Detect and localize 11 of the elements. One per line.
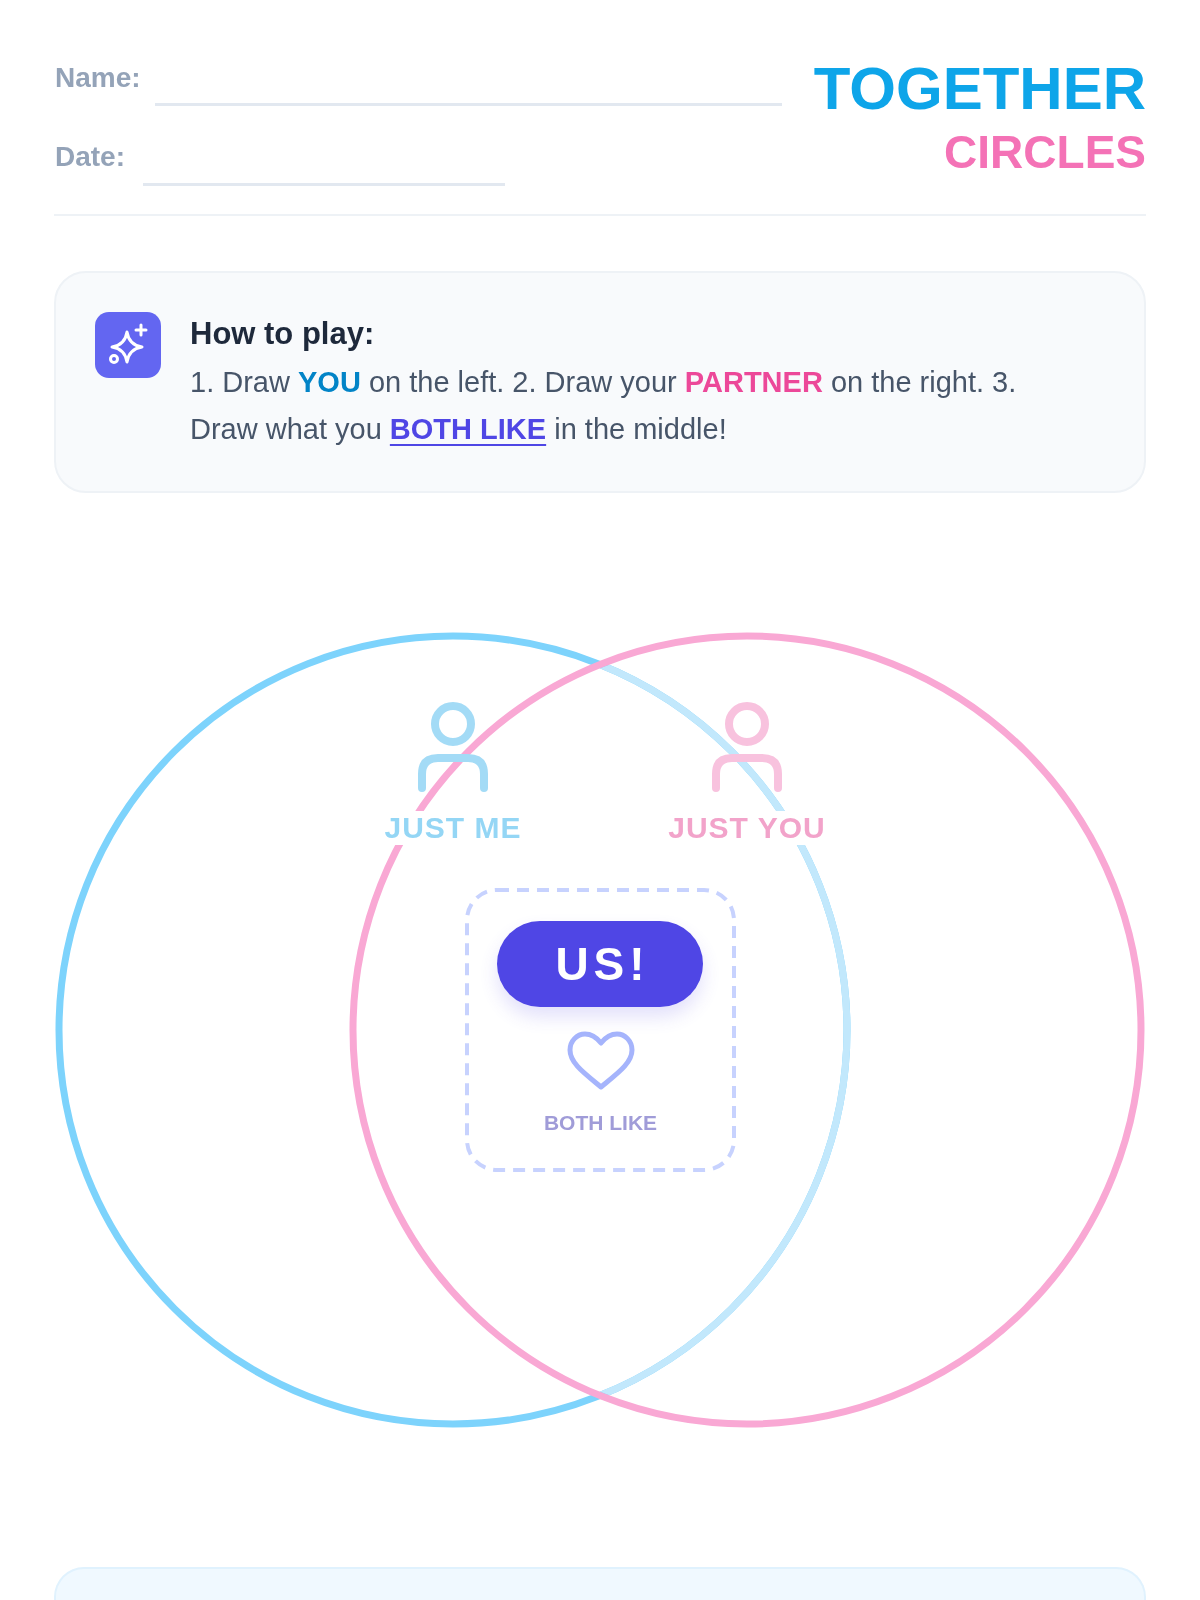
title: TOGETHER CIRCLES: [813, 59, 1146, 175]
field-label: Name:: [55, 64, 141, 92]
frame-label: BOTH LIKE: [543, 1112, 658, 1133]
instructions-text: 1. Draw YOU on the left. 2. Draw your PARTNER on the right. 3. Draw what you BOTH LIKE in the middle!: [190, 365, 1018, 447]
dashed-frame: [465, 888, 736, 1172]
venn-circle: [348, 631, 1146, 1429]
badge: US!: [497, 921, 703, 1007]
field-label: Date:: [55, 143, 125, 171]
card-heading: How to play:: [190, 318, 375, 349]
instruction-card: [54, 271, 1146, 493]
panel: [54, 1567, 1146, 1600]
